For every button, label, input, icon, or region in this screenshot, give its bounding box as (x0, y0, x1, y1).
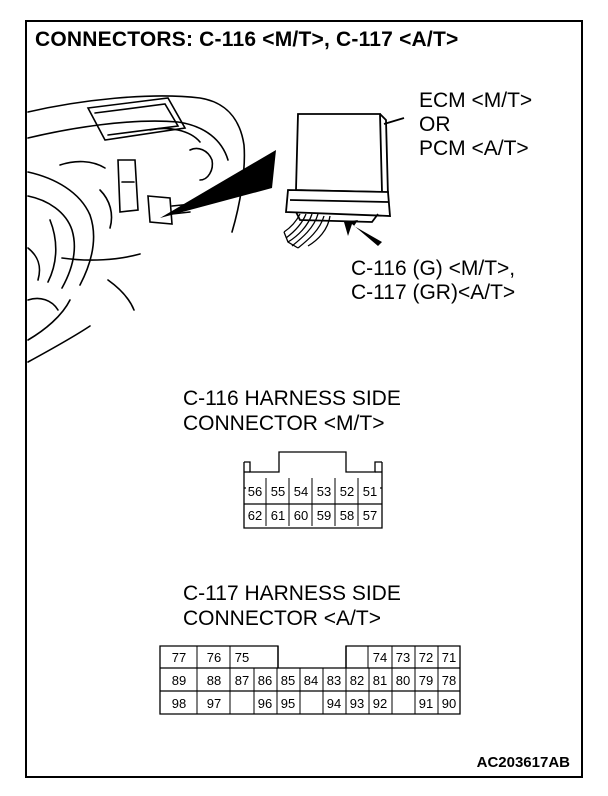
c116-pin: 54 (294, 484, 308, 499)
c116-pin: 60 (294, 508, 308, 523)
c117-pin: 96 (258, 696, 272, 711)
c117-pin: 88 (207, 673, 221, 688)
c116-connector-face (243, 451, 383, 529)
c117-pin: 89 (172, 673, 186, 688)
ecm-label-line-2: OR (419, 113, 451, 136)
diagram-frame (25, 20, 583, 778)
c117-pin: 77 (172, 650, 186, 665)
c117-pin: 94 (327, 696, 341, 711)
c117-heading-line-2: CONNECTOR <A/T> (183, 607, 381, 630)
c117-pin: 78 (442, 673, 456, 688)
c117-pin: 83 (327, 673, 341, 688)
figure-code: AC203617AB (476, 754, 570, 771)
c117-pin: 97 (207, 696, 221, 711)
c117-pin: 86 (258, 673, 272, 688)
ecm-label-line-1: ECM <M/T> (419, 89, 533, 112)
c117-pin: 73 (396, 650, 410, 665)
c117-pin: 72 (419, 650, 433, 665)
c117-pin: 74 (373, 650, 387, 665)
c116-pin: 62 (248, 508, 262, 523)
connector-arrow (344, 220, 382, 246)
location-callout-wedge (160, 150, 276, 218)
c117-pin: 84 (304, 673, 318, 688)
c116-pin: 56 (248, 484, 262, 499)
c116-cell-dividers (265, 478, 359, 526)
c117-pin: 81 (373, 673, 387, 688)
c116-heading-line-2: CONNECTOR <M/T> (183, 412, 385, 435)
c116-pin: 57 (363, 508, 377, 523)
c117-pin: 87 (235, 673, 249, 688)
diagram-title: CONNECTORS: C-116 <M/T>, C-117 <A/T> (35, 28, 459, 51)
c116-pin: 52 (340, 484, 354, 499)
wire-harness (283, 213, 331, 249)
c117-cell-dividers (196, 646, 439, 714)
c116-pin: 59 (317, 508, 331, 523)
c117-heading-line-1: C-117 HARNESS SIDE (183, 582, 401, 605)
c117-pin: 95 (281, 696, 295, 711)
c117-connector-face (159, 645, 461, 715)
c116-pin: 58 (340, 508, 354, 523)
c116-pin: 51 (363, 484, 377, 499)
c117-pin: 79 (419, 673, 433, 688)
c117-pin: 85 (281, 673, 295, 688)
c117-pin-labels: 77 76 75 74 73 72 71 89 88 87 86 85 84 8… (172, 650, 456, 711)
c117-pin: 93 (350, 696, 364, 711)
ecm-box (285, 113, 405, 223)
c117-pin: 75 (235, 650, 249, 665)
c117-pin: 76 (207, 650, 221, 665)
c116-pin-labels: 56 55 54 53 52 51 62 61 60 59 58 57 (248, 484, 377, 523)
c117-pin: 82 (350, 673, 364, 688)
ecm-label-line-3: PCM <A/T> (419, 137, 529, 160)
c117-pin: 80 (396, 673, 410, 688)
connector-callout-line-1: C-116 (G) <M/T>, (351, 257, 516, 280)
c117-pin: 98 (172, 696, 186, 711)
c116-heading-line-1: C-116 HARNESS SIDE (183, 387, 401, 410)
c117-pin: 90 (442, 696, 456, 711)
connector-callout-line-2: C-117 (GR)<A/T> (351, 281, 516, 304)
c116-pin: 55 (271, 484, 285, 499)
c117-pin: 71 (442, 650, 456, 665)
c116-pin: 61 (271, 508, 285, 523)
c117-pin: 92 (373, 696, 387, 711)
c116-pin: 53 (317, 484, 331, 499)
dashboard-illustration (27, 95, 246, 363)
c117-pin: 91 (419, 696, 433, 711)
